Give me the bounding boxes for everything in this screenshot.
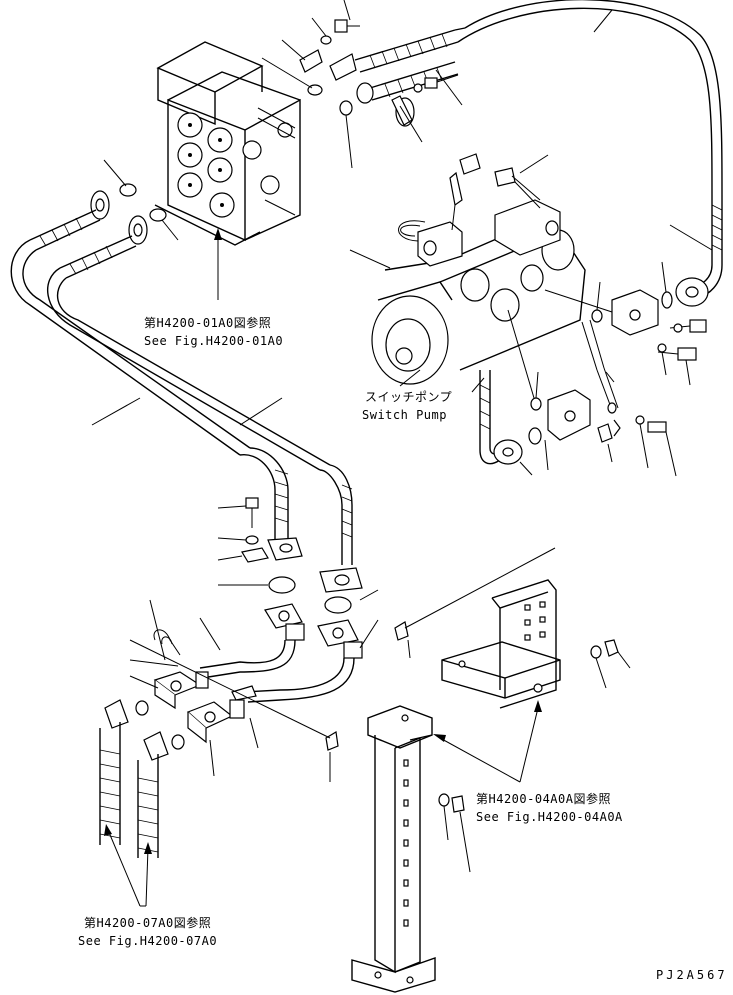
switch-pump-assembly bbox=[349, 153, 586, 387]
top-fittings bbox=[261, 0, 723, 196]
switch-pump-label-en: Switch Pump bbox=[362, 408, 447, 422]
switch-pump-label-jp: スイッチポンプ bbox=[365, 390, 453, 404]
bracket-reference-en: See Fig.H4200-04A0A bbox=[476, 810, 623, 824]
hose-clamps bbox=[129, 547, 556, 782]
drawing-number: PJ2A567 bbox=[656, 968, 728, 982]
valve-reference-en: See Fig.H4200-01A0 bbox=[144, 334, 284, 348]
hoses-reference-jp: 第H4200-07A0図参照 bbox=[84, 916, 212, 930]
valve-left-ports bbox=[10, 159, 331, 471]
hoses-reference-en: See Fig.H4200-07A0 bbox=[78, 934, 218, 948]
lower-left-hoses bbox=[99, 699, 169, 907]
bracket-reference-jp: 第H4200-04A0A図参照 bbox=[476, 792, 611, 806]
control-valve-assembly bbox=[154, 41, 301, 300]
middle-hose-group bbox=[129, 447, 379, 777]
valve-reference-jp: 第H4200-01A0図参照 bbox=[144, 316, 272, 330]
pump-bracket bbox=[441, 579, 631, 783]
support-stand bbox=[351, 705, 521, 993]
right-side-fittings bbox=[471, 195, 723, 477]
